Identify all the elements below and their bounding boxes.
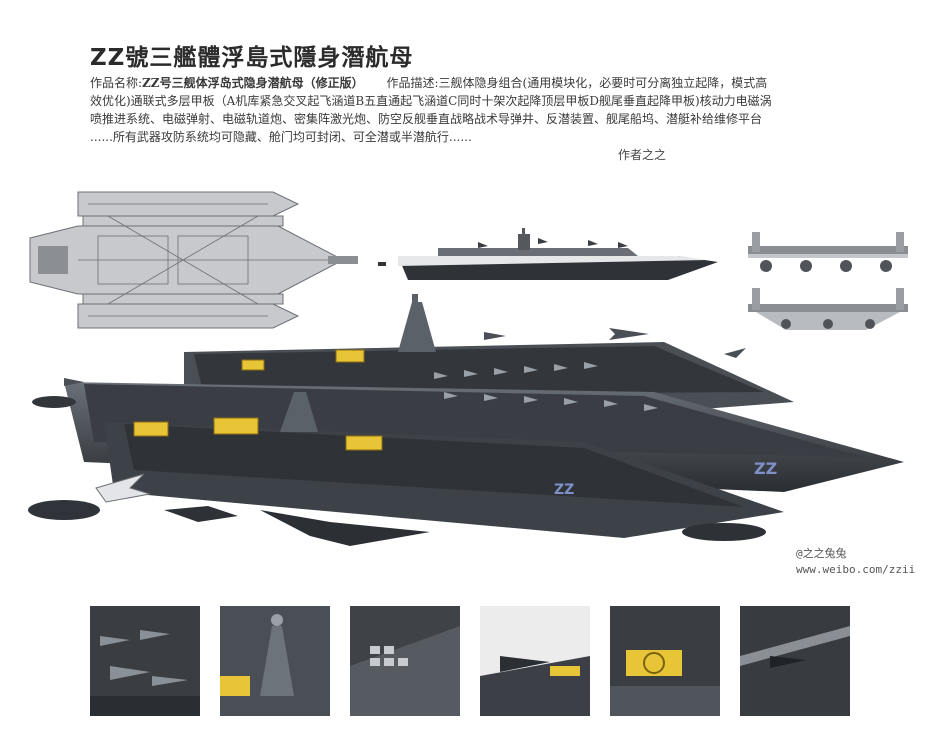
page-title: ZZ號三艦體浮島式隱身潛航母 (90, 45, 414, 71)
author-signature: 作者之之 (618, 148, 667, 162)
bow-view-diagram-2 (748, 288, 908, 330)
detail-thumb-5 (610, 606, 720, 716)
detail-thumb-6 (740, 606, 850, 716)
credit-handle: @之之兔兔 (796, 547, 847, 560)
bow-view-diagram-1 (748, 232, 908, 272)
carrier-main-render: ZZ ZZ (28, 294, 904, 546)
detail-thumb-3 (350, 606, 460, 716)
side-profile-diagram (378, 228, 718, 280)
desc-line-2: 效优化)通联式多层甲板（A机库紧急交叉起飞涵道B五直通起飞涵道C同时十架次起降顶… (90, 94, 772, 108)
hull-marking-1: ZZ (754, 459, 777, 478)
desc-line-1: 三舰体隐身组合(通用模块化，必要时可分离独立起降，模式高 (438, 76, 768, 90)
desc-label: 作品描述: (386, 76, 439, 90)
desc-line-3: 喷推进系统、电磁弹射、电磁轨道炮、密集阵激光炮、防空反舰垂直战略战术导弹井、反潜… (90, 112, 763, 126)
credit-block: @之之兔兔 www.weibo.com/zzii (796, 546, 915, 578)
name-label: 作品名称: (90, 76, 143, 90)
detail-thumb-4 (480, 606, 590, 716)
credit-url: www.weibo.com/zzii (796, 563, 916, 576)
detail-thumb-2 (220, 606, 330, 716)
desc-line-4: ......所有武器攻防系统均可隐藏、舱门均可封闭、可全潜或半潜航行...... (90, 130, 472, 144)
plan-view-diagram (29, 191, 358, 329)
name-value: ZZ号三舰体浮岛式隐身潜航母（修正版） (142, 76, 364, 90)
detail-thumb-1 (90, 606, 200, 716)
hull-marking-2: ZZ (554, 482, 574, 498)
description-block: 作品名称:ZZ号三舰体浮岛式隐身潜航母（修正版） 作品描述:三舰体隐身组合(通用… (90, 74, 860, 146)
